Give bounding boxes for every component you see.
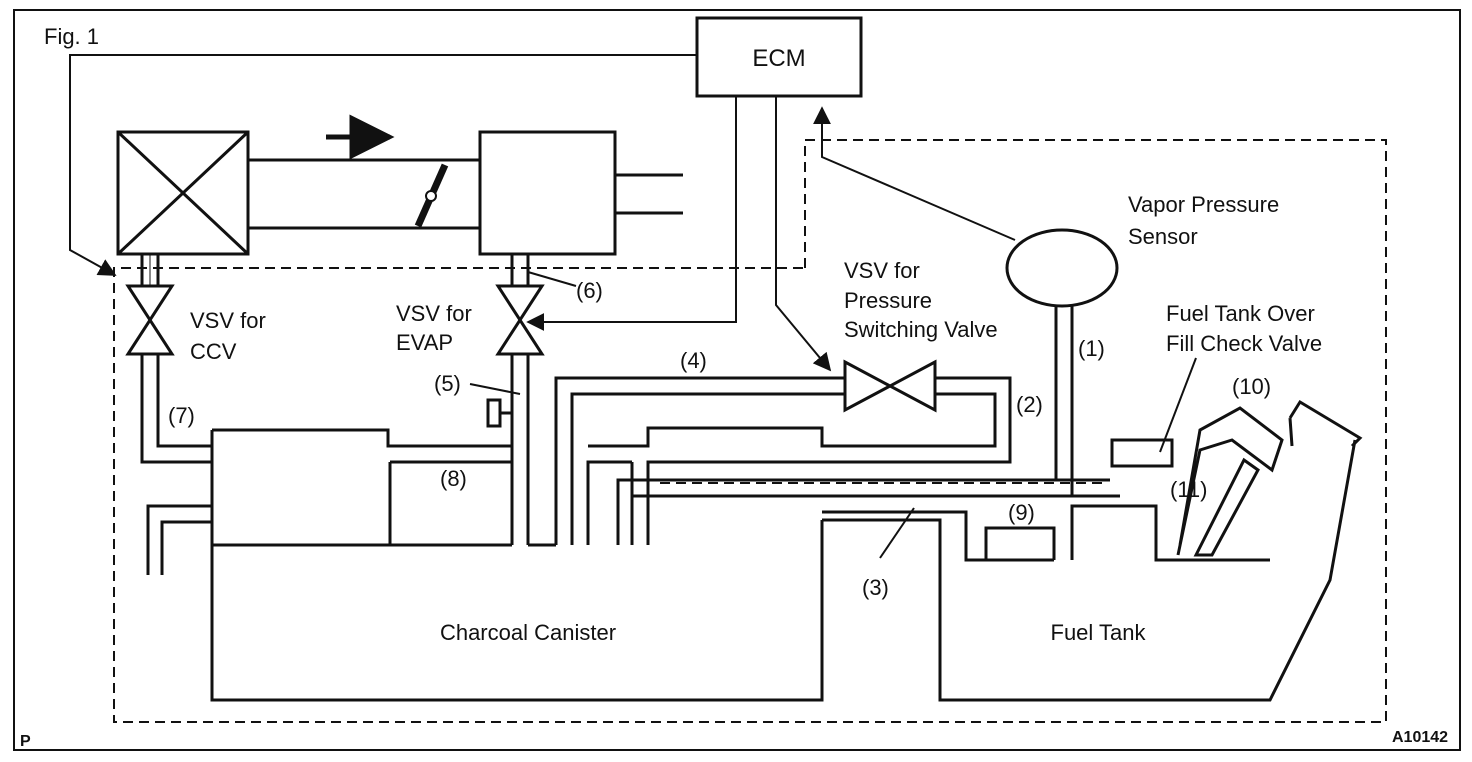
tank-line-9	[616, 478, 1120, 545]
vsv-evap-label-2: EVAP	[396, 330, 453, 355]
pressure-pipe-4	[554, 376, 845, 545]
vsv-evap-label-1: VSV for	[396, 301, 472, 326]
vsv-pressure-valve-icon	[843, 359, 937, 413]
callout-6: (6)	[576, 278, 603, 303]
callout-7: (7)	[168, 403, 195, 428]
vapor-pressure-sensor-label-2: Sensor	[1128, 224, 1198, 249]
callout-10: (10)	[1232, 374, 1271, 399]
ccv-pipe	[140, 254, 160, 286]
ccv-lower-pipe	[140, 354, 212, 464]
vent-pipe	[146, 504, 212, 575]
callout-11: (11)	[1170, 477, 1208, 502]
evap-lower-pipe	[510, 354, 530, 545]
ecm-ccv-signal-wire	[69, 54, 697, 276]
over-fill-valve-leader	[1159, 357, 1197, 453]
air-cleaner-box	[116, 130, 250, 256]
filler-neck	[1176, 406, 1284, 556]
callout-3: (3)	[862, 575, 889, 600]
filler-neck-inner	[1193, 457, 1260, 557]
callout-leader-5	[469, 383, 521, 395]
ecm-box: ECM	[695, 16, 863, 98]
ecm-pressure-vsv-signal-wire	[775, 96, 832, 372]
vapor-pressure-sensor-label-1: Vapor Pressure	[1128, 192, 1279, 217]
callout-5: (5)	[434, 371, 461, 396]
vsv-pressure-label-2: Pressure	[844, 288, 932, 313]
corner-mark: P	[20, 733, 31, 750]
vsv-ccv-valve-icon	[125, 284, 175, 356]
vsv-pressure-label-1: VSV for	[844, 258, 920, 283]
ecm-label: ECM	[752, 45, 805, 72]
callout-leader-3	[879, 507, 915, 559]
vapor-pressure-sensor-icon	[1005, 228, 1119, 308]
vsv-ccv-label-2: CCV	[190, 339, 237, 364]
callout-8: (8)	[440, 466, 467, 491]
canister-upper-compartment	[586, 392, 997, 545]
intake-manifold-box	[478, 130, 617, 256]
callout-leader-6	[527, 271, 577, 287]
evap-purge-pipe	[510, 254, 530, 286]
callout-1: (1)	[1078, 336, 1105, 361]
charcoal-canister-body	[210, 428, 824, 702]
test-port	[486, 398, 512, 428]
vsv-pressure-label-3: Switching Valve	[844, 317, 998, 342]
charcoal-canister-label: Charcoal Canister	[440, 620, 616, 645]
ecm-evap-signal-wire	[526, 96, 737, 331]
fuel-tank-body	[938, 439, 1357, 702]
tank-line-3	[822, 510, 1054, 562]
over-fill-check-valve-body	[1110, 438, 1174, 468]
reference-code: A10142	[1392, 729, 1448, 746]
sensor-pipe-1	[1054, 306, 1074, 496]
callout-9: (9)	[1008, 500, 1035, 525]
figure-label: Fig. 1	[44, 24, 99, 49]
fuel-tank-label: Fuel Tank	[1051, 620, 1147, 645]
over-fill-valve-label-1: Fuel Tank Over	[1166, 301, 1315, 326]
canister-lower-line	[822, 518, 942, 560]
canister-inner	[646, 376, 1012, 545]
figure-frame	[13, 9, 1461, 751]
filler-cap-pipe	[1288, 399, 1363, 448]
callout-4: (4)	[680, 348, 707, 373]
vsv-evap-valve-icon	[495, 284, 545, 356]
throttle-valve	[414, 163, 449, 228]
sensor-ecm-signal-wire	[813, 106, 1016, 241]
callout-2: (2)	[1016, 392, 1043, 417]
vsv-ccv-label-1: VSV for	[190, 308, 266, 333]
over-fill-valve-label-2: Fill Check Valve	[1166, 331, 1322, 356]
